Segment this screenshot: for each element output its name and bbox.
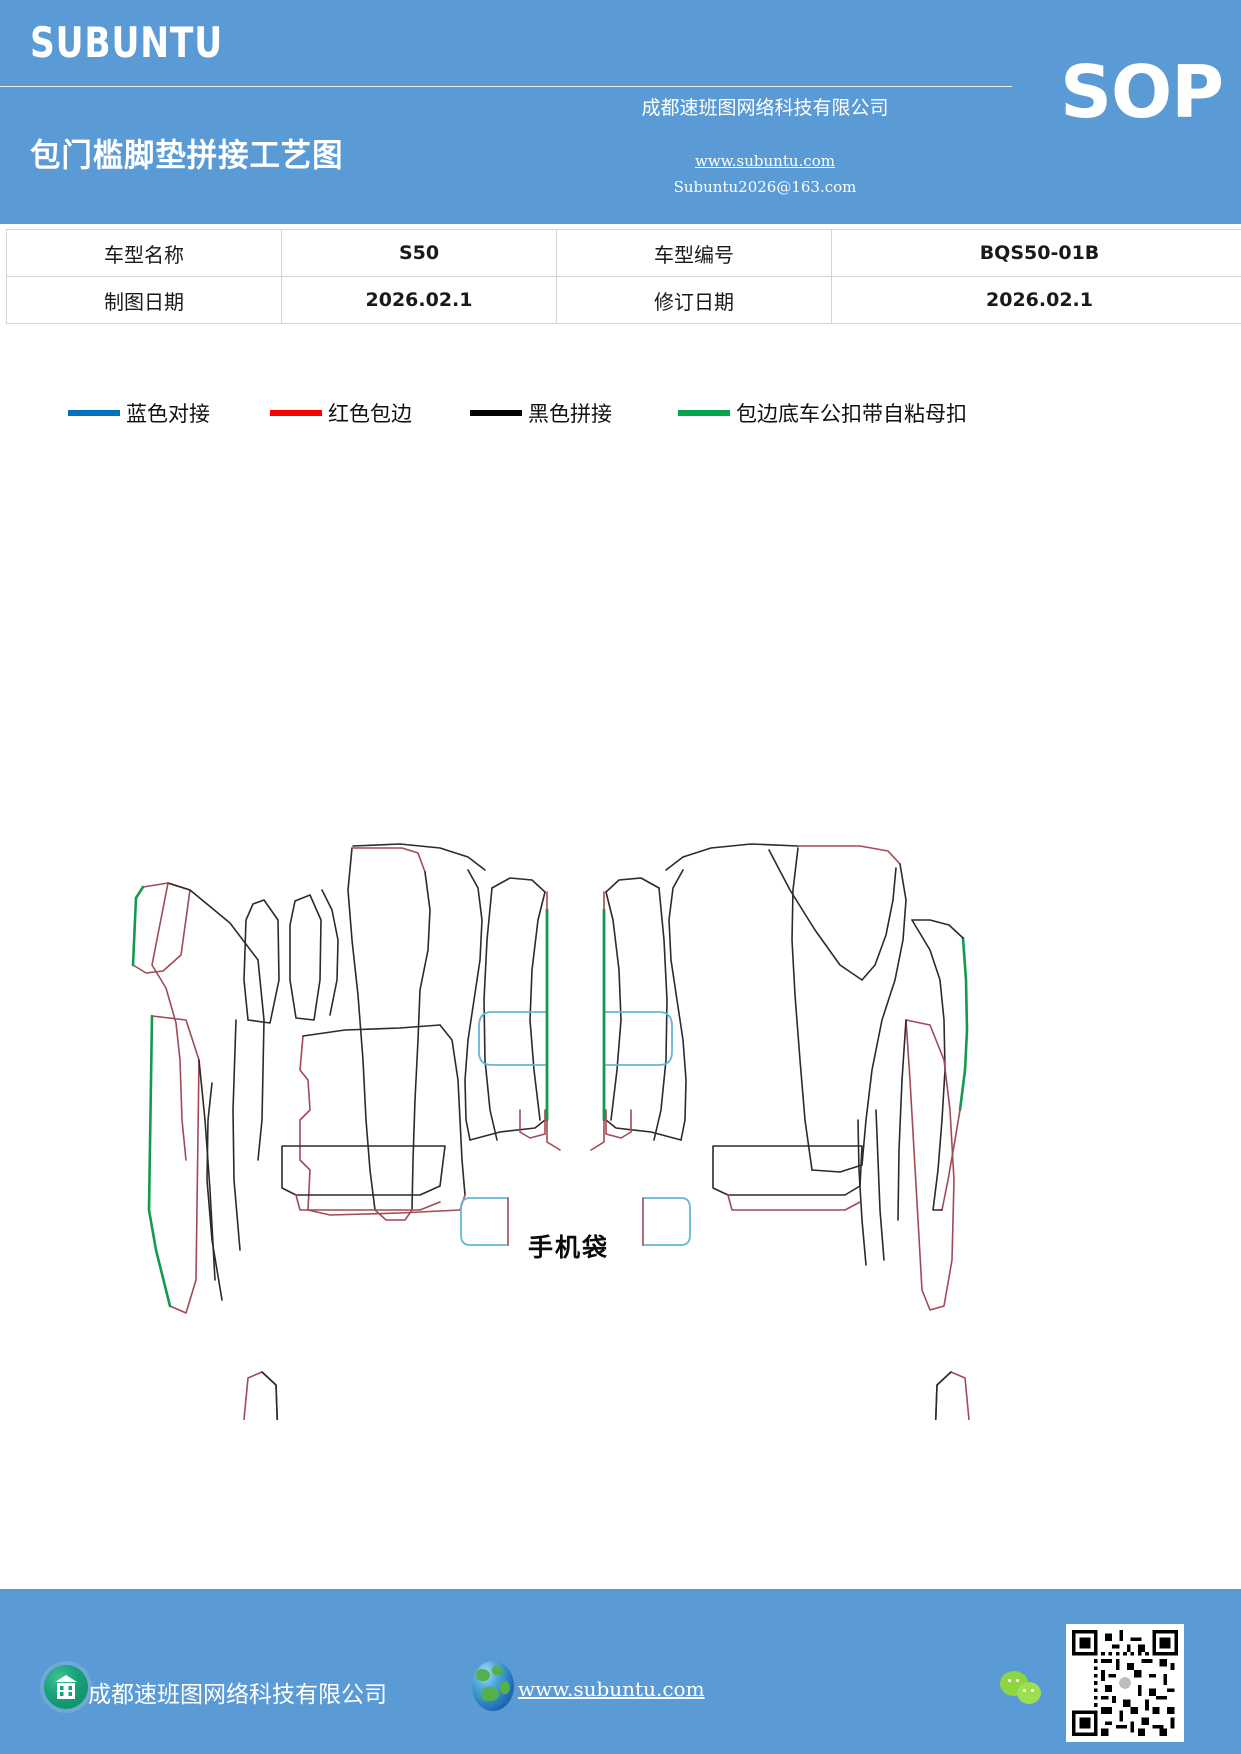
phone-pocket-label: 手机袋 [528, 1233, 610, 1262]
header-website-link[interactable]: www.subuntu.com [695, 152, 835, 170]
legend-swatch-black [470, 410, 522, 416]
front-center-panel [478, 877, 561, 1151]
legend-item-red-binding: 红色包边 [270, 398, 412, 428]
cell-model-name-value: S50 [281, 229, 557, 277]
front-center-left-floor-mat [299, 1024, 466, 1216]
front-left-inner-strip [206, 1019, 241, 1301]
front-center-panel-mirror [590, 877, 673, 1151]
legend-item-green-velcro: 包边底车公扣带自粘母扣 [678, 398, 967, 428]
cell-model-code-value: BQS50-01B [831, 229, 1241, 277]
page-footer: 成都速班图网络科技有限公司 www.subuntu.com [0, 1589, 1241, 1754]
page-title: 包门槛脚垫拼接工艺图 [30, 136, 344, 174]
front-right-main-mat [791, 845, 907, 1173]
legend: 蓝色对接 红色包边 黑色拼接 包边底车公扣带自粘母扣 [0, 398, 1241, 432]
legend-label-green: 包边底车公扣带自粘母扣 [736, 402, 967, 426]
building-glyph [55, 1675, 77, 1699]
wechat-icon [1000, 1671, 1046, 1709]
footer-company-name: 成都速班图网络科技有限公司 [88, 1682, 387, 1707]
qr-code [1066, 1624, 1184, 1742]
brand-logo: SUBUNTU [30, 18, 224, 67]
front-left-kick-panel [151, 882, 265, 1161]
technical-drawing-area: 手机袋 [0, 420, 1241, 1420]
front-right-corner-pieces [768, 849, 897, 981]
legend-label-blue: 蓝色对接 [126, 402, 210, 426]
front-center-small-tabs [519, 1109, 632, 1139]
legend-item-black-splice: 黑色拼接 [470, 398, 612, 428]
legend-swatch-red [270, 410, 322, 416]
sop-badge: SOP [1060, 50, 1224, 134]
rear-left-outer-strip [243, 1371, 279, 1420]
front-main-large-mat [352, 843, 546, 1141]
header-email[interactable]: Subuntu2026@163.com [673, 178, 857, 196]
legend-swatch-green [678, 410, 730, 416]
wechat-bubble-small [1017, 1682, 1041, 1704]
phone-pocket-right [642, 1197, 691, 1246]
mat-pattern-svg [131, 843, 970, 1420]
page-header: SUBUNTU 包门槛脚垫拼接工艺图 成都速班图网络科技有限公司 www.sub… [0, 0, 1241, 224]
legend-item-blue-butt-joint: 蓝色对接 [68, 398, 210, 428]
footer-website-link[interactable]: www.subuntu.com [518, 1677, 705, 1701]
table-row: 车型名称 S50 车型编号 BQS50-01B [6, 229, 1241, 277]
front-right-inner-strips [857, 1109, 885, 1266]
cell-draw-date-value: 2026.02.1 [281, 276, 557, 324]
cell-model-name-label: 车型名称 [6, 229, 282, 277]
rear-row-mat-assembly [243, 1371, 970, 1420]
qr-code-glyph [1072, 1630, 1178, 1736]
header-divider [0, 86, 1012, 87]
front-row-mat-assembly [131, 843, 969, 1314]
legend-swatch-blue [68, 410, 120, 416]
front-right-tray [712, 1145, 863, 1211]
front-main-large-mat-mirror [605, 843, 799, 1141]
phone-pocket-left [460, 1197, 509, 1246]
legend-label-red: 红色包边 [328, 402, 412, 426]
table-row: 制图日期 2026.02.1 修订日期 2026.02.1 [6, 276, 1241, 324]
building-icon [44, 1665, 88, 1709]
front-left-sill-piece [131, 882, 191, 974]
cell-model-code-label: 车型编号 [556, 229, 832, 277]
front-right-sill [911, 919, 969, 1211]
header-company-name: 成都速班图网络科技有限公司 [641, 98, 889, 119]
cell-revision-date-value: 2026.02.1 [831, 276, 1241, 324]
globe-icon [472, 1661, 514, 1711]
legend-label-black: 黑色拼接 [528, 402, 612, 426]
front-left-long-sill [147, 1014, 216, 1314]
cell-revision-date-label: 修订日期 [556, 276, 832, 324]
front-lower-tray [281, 1145, 446, 1211]
front-right-long-strip [897, 1019, 955, 1311]
front-left-heel-pads [243, 889, 339, 1024]
rear-right-outer-strip [934, 1371, 970, 1420]
cell-draw-date-label: 制图日期 [6, 276, 282, 324]
vehicle-info-table: 车型名称 S50 车型编号 BQS50-01B 制图日期 2026.02.1 修… [6, 229, 1241, 324]
front-left-main-mat [347, 847, 431, 1221]
